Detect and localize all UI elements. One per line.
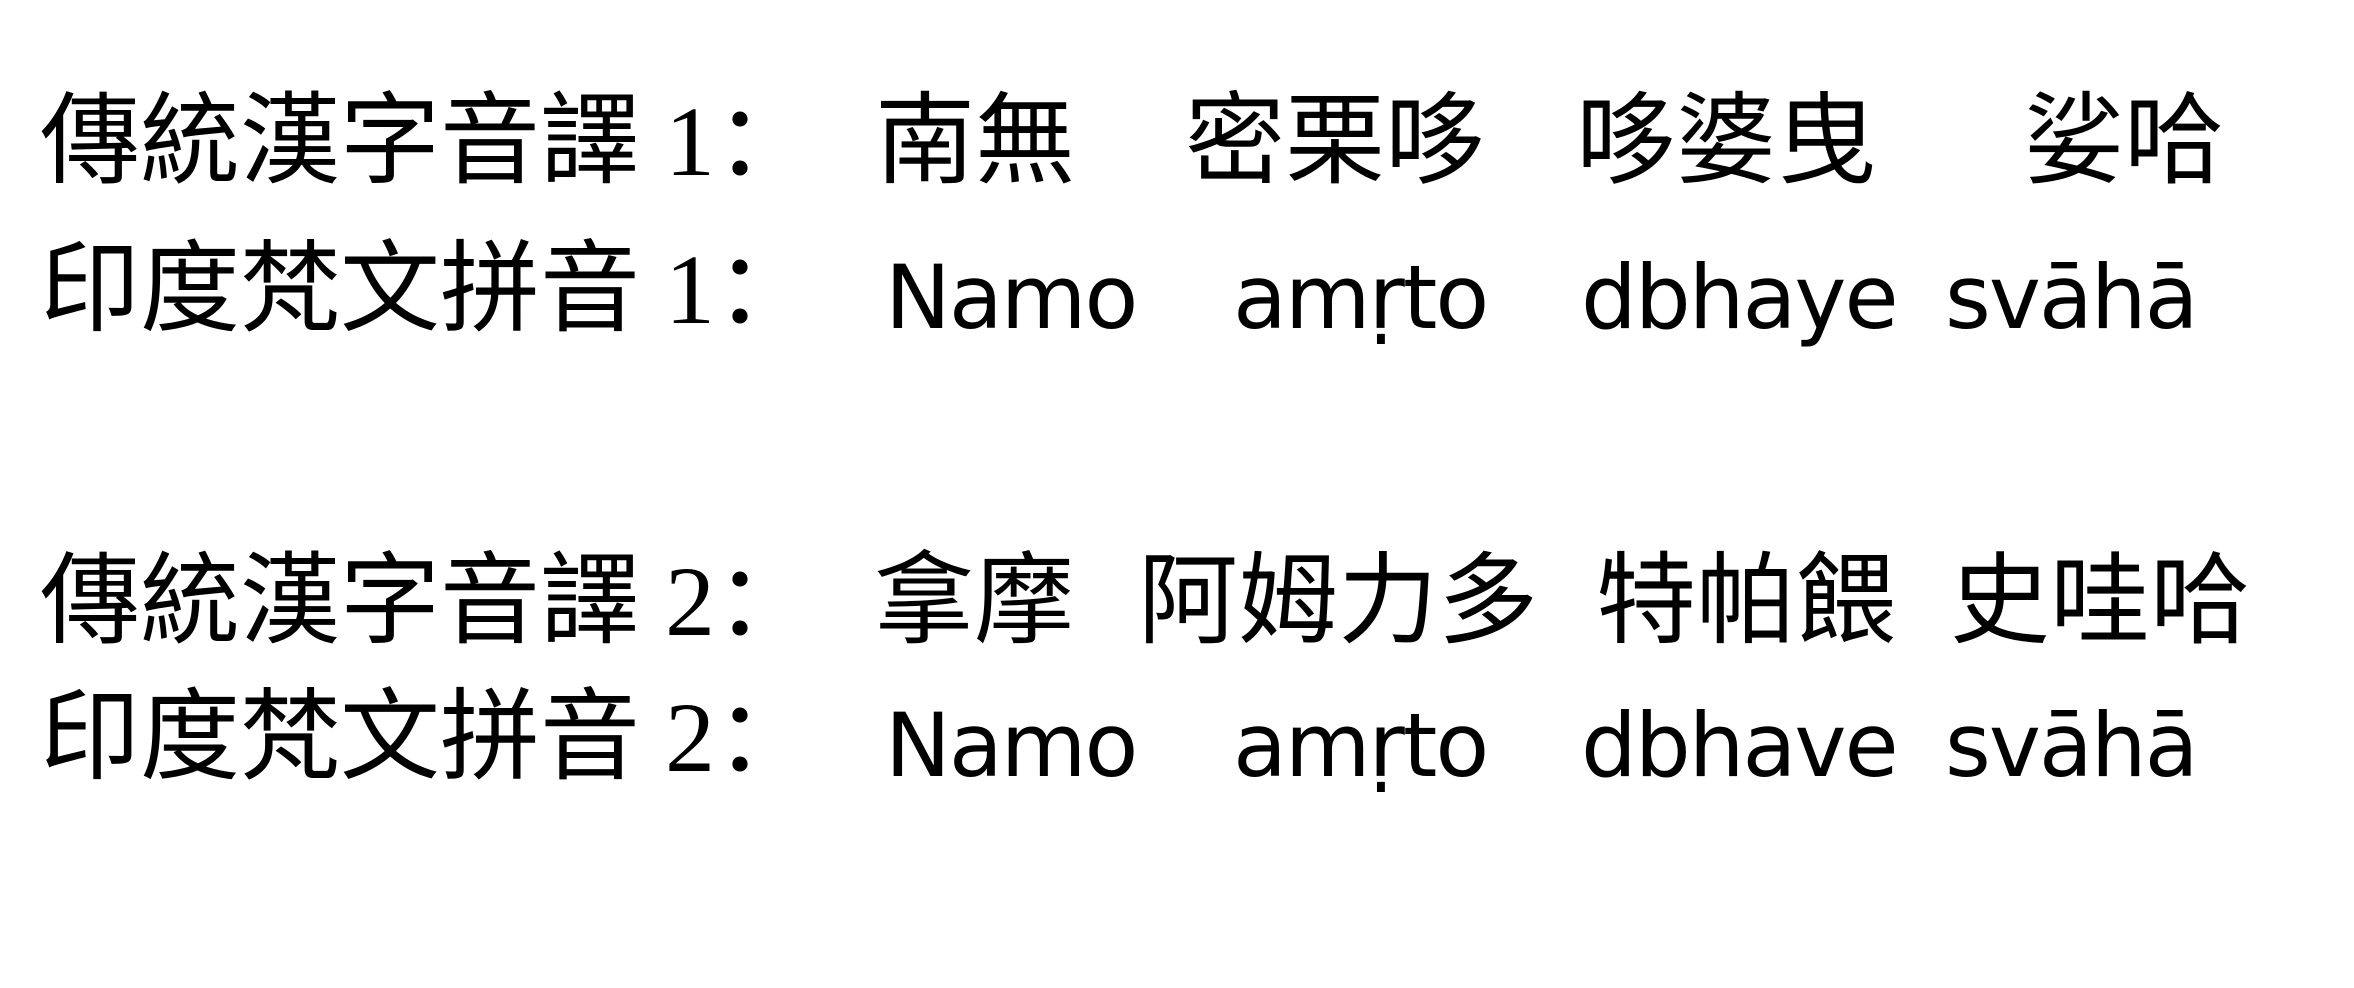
word: svāhā	[1945, 246, 2199, 349]
row-label-sanskrit-2: 印度梵文拼音 2：	[40, 682, 815, 793]
word: dbhave	[1581, 694, 1899, 797]
word: amṛto	[1233, 694, 1489, 797]
word: Namo	[885, 246, 1138, 349]
romanization-row-2: 印度梵文拼音 2： Namo amṛto dbhave svāhā	[0, 688, 2354, 848]
transliteration-row-2: 傳統漢字音譯 2： 拿摩 阿姆力多 特帕餵 史哇哈	[0, 552, 2354, 712]
row-label-traditional-1: 傳統漢字音譯 1：	[40, 86, 815, 197]
word: 阿姆力多	[1138, 546, 1538, 657]
row-label-traditional-2: 傳統漢字音譯 2：	[40, 546, 815, 657]
word: Namo	[885, 694, 1138, 797]
word: 特帕餵	[1596, 546, 1896, 657]
word: 拿摩	[874, 546, 1074, 657]
word: 哆婆曳	[1576, 86, 1876, 197]
row-label-sanskrit-1: 印度梵文拼音 1：	[40, 234, 815, 345]
word: 南無	[875, 86, 1075, 197]
word: 史哇哈	[1950, 546, 2250, 657]
romanization-row-1: 印度梵文拼音 1： Namo amṛto dbhaye svāhā	[0, 240, 2354, 400]
word: amṛto	[1233, 246, 1489, 349]
word: svāhā	[1945, 694, 2199, 797]
transliteration-row-1: 傳統漢字音譯 1： 南無 密栗哆 哆婆曳 娑哈	[0, 92, 2354, 252]
word: 密栗哆	[1185, 86, 1485, 197]
word: dbhaye	[1581, 246, 1899, 349]
word: 娑哈	[2024, 86, 2224, 197]
